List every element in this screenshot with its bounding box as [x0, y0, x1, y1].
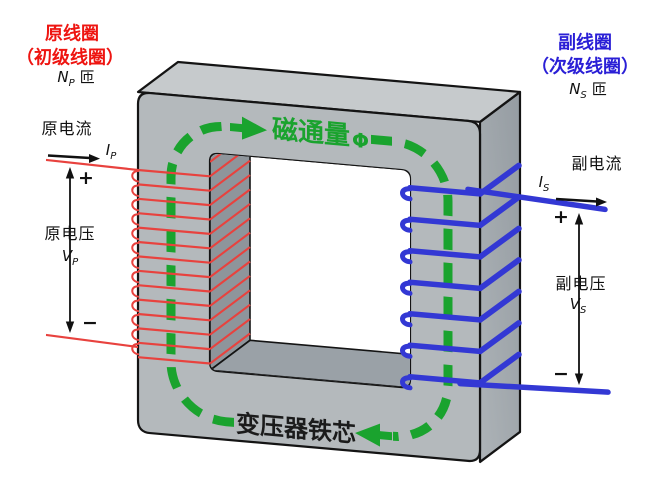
primary-coil: [45, 153, 251, 365]
primary-title-line2: （初级线圈）: [16, 47, 124, 69]
primary-lead-bottom: [45, 333, 139, 349]
secondary-lead-top: [465, 186, 608, 213]
primary-turns-symbol: N: [57, 67, 69, 86]
core-window: [210, 153, 410, 388]
primary-title-line1: 原线圈: [45, 23, 99, 45]
primary-current-arrow-icon: [47, 154, 100, 163]
vp-subscript: P: [72, 256, 79, 268]
primary-voltage-symbol: VP: [61, 246, 79, 269]
primary-turns-unit: 匝: [79, 67, 95, 86]
primary-voltage-label: 原电压: [44, 223, 96, 243]
flux-loop: [166, 121, 453, 442]
secondary-voltage-label: 副电压: [555, 273, 607, 293]
secondary-lead-bottom: [457, 380, 611, 395]
primary-turns-subscript: P: [68, 77, 75, 89]
flux-arrow-left-icon: [355, 423, 392, 447]
secondary-coil-hooks: [400, 186, 413, 391]
is-symbol: I: [538, 172, 544, 191]
core-inner-bottom-wall: [210, 339, 410, 388]
core-window-opening: [210, 153, 410, 388]
secondary-voltage-arrow-icon: [574, 213, 584, 385]
flux-loop-right-bottom: [371, 134, 453, 442]
secondary-current-symbol: IS: [538, 172, 550, 195]
flux-symbol: Φ: [352, 128, 369, 153]
secondary-turns-symbol: N: [569, 79, 581, 98]
secondary-plus-sign: +: [553, 206, 569, 229]
flux-label: 磁通量: [272, 114, 350, 152]
primary-minus-sign: −: [82, 312, 98, 335]
secondary-turns-subscript: S: [580, 89, 587, 101]
vs-symbol: V: [569, 294, 580, 313]
ip-symbol: I: [105, 140, 111, 159]
primary-current-label: 原电流: [41, 118, 93, 138]
vp-symbol: V: [61, 246, 73, 265]
secondary-current-arrow-icon: [555, 197, 607, 207]
flux-loop-left-top: [166, 121, 234, 427]
flux-arrow-right-icon: [230, 116, 267, 140]
primary-lead-top: [45, 158, 139, 172]
secondary-turns-unit: 匝: [591, 79, 607, 98]
secondary-title-line1: 副线圈: [558, 32, 612, 54]
is-subscript: S: [543, 182, 550, 194]
secondary-minus-sign: −: [553, 363, 569, 386]
secondary-voltage-symbol: VS: [569, 294, 587, 317]
secondary-current-label: 副电流: [571, 153, 623, 173]
primary-plus-sign: +: [78, 167, 94, 190]
primary-current-symbol: IP: [105, 140, 117, 163]
primary-coil-hooks: [131, 170, 140, 356]
primary-voltage-arrow-icon: [65, 167, 75, 333]
secondary-coil: [400, 162, 611, 395]
ip-subscript: P: [110, 150, 117, 162]
vs-subscript: S: [579, 304, 587, 316]
secondary-title-line2: （次级线圈）: [531, 56, 639, 78]
